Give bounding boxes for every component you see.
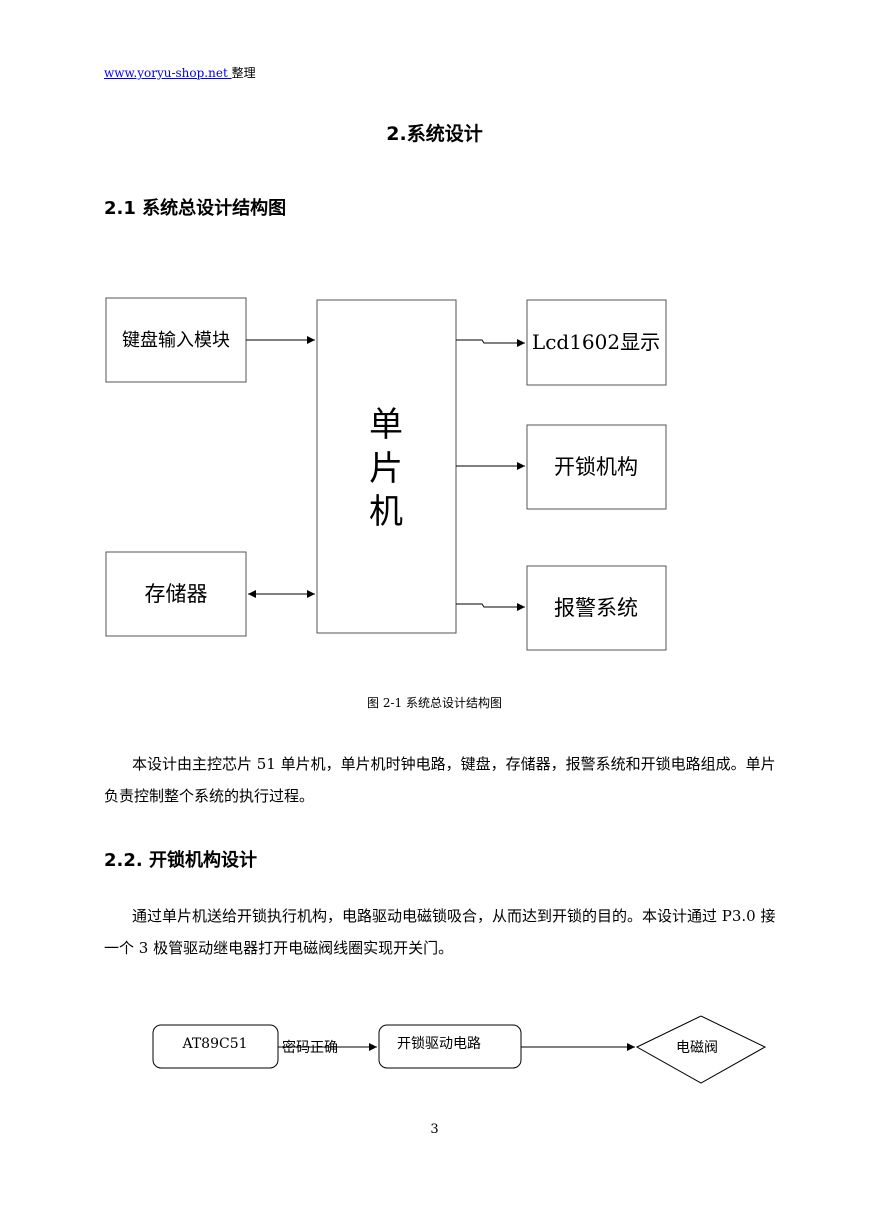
paragraph-unlock-design: 通过单片机送给开锁执行机构，电路驱动电磁锁吸合，从而达到开锁的目的。本设计通过 … xyxy=(104,907,776,957)
storage-label: 存储器 xyxy=(145,582,208,606)
paragraph-overview: 本设计由主控芯片 51 单片机，单片机时钟电路，键盘，存储器，报警系统和开锁电路… xyxy=(104,755,776,805)
mcu-to-lcd-arrow xyxy=(456,339,525,347)
chip-label: AT89C51 xyxy=(181,1036,247,1052)
unlock-label: 开锁机构 xyxy=(554,455,638,479)
chapter-title: 2.系统设计 xyxy=(386,123,483,145)
lcd-label: Lcd1602显示 xyxy=(532,330,660,354)
mcu-to-alarm-arrow xyxy=(456,603,525,611)
mcu-label-1: 单 xyxy=(369,405,403,445)
keyboard-label: 键盘输入模块 xyxy=(122,330,230,351)
valve-label: 电磁阀 xyxy=(676,1040,718,1056)
section-heading-2-1: 2.1 系统总设计结构图 xyxy=(104,198,287,219)
mcu-label-3: 机 xyxy=(369,492,403,532)
alarm-label: 报警系统 xyxy=(554,596,638,620)
system-structure-diagram: 键盘输入模块 存储器 单 片 机 Lcd1602显示 开锁机构 报警系统 xyxy=(105,297,667,651)
lcd-box xyxy=(526,299,667,386)
alarm-box xyxy=(526,565,667,651)
figure-caption: 图 2-1 系统总设计结构图 xyxy=(367,696,502,710)
condition-label: 密码正确 xyxy=(282,1039,338,1056)
storage-box xyxy=(105,551,247,637)
section-heading-2-2: 2.2. 开锁机构设计 xyxy=(104,850,257,871)
page-number: 3 xyxy=(430,1122,439,1137)
header-link[interactable]: www.yoryu-shop.net xyxy=(104,66,232,80)
driver-label: 开锁驱动电路 xyxy=(397,1036,481,1052)
page-header: www.yoryu-shop.net 整理 xyxy=(104,64,256,81)
unlock-box xyxy=(526,424,667,510)
header-suffix: 整理 xyxy=(231,66,256,80)
mcu-box xyxy=(316,299,457,634)
mcu-label-2: 片 xyxy=(369,449,403,489)
valve-diamond xyxy=(635,1015,767,1084)
unlock-flow-diagram: AT89C51 密码正确 开锁驱动电路 电磁阀 xyxy=(152,1015,767,1084)
